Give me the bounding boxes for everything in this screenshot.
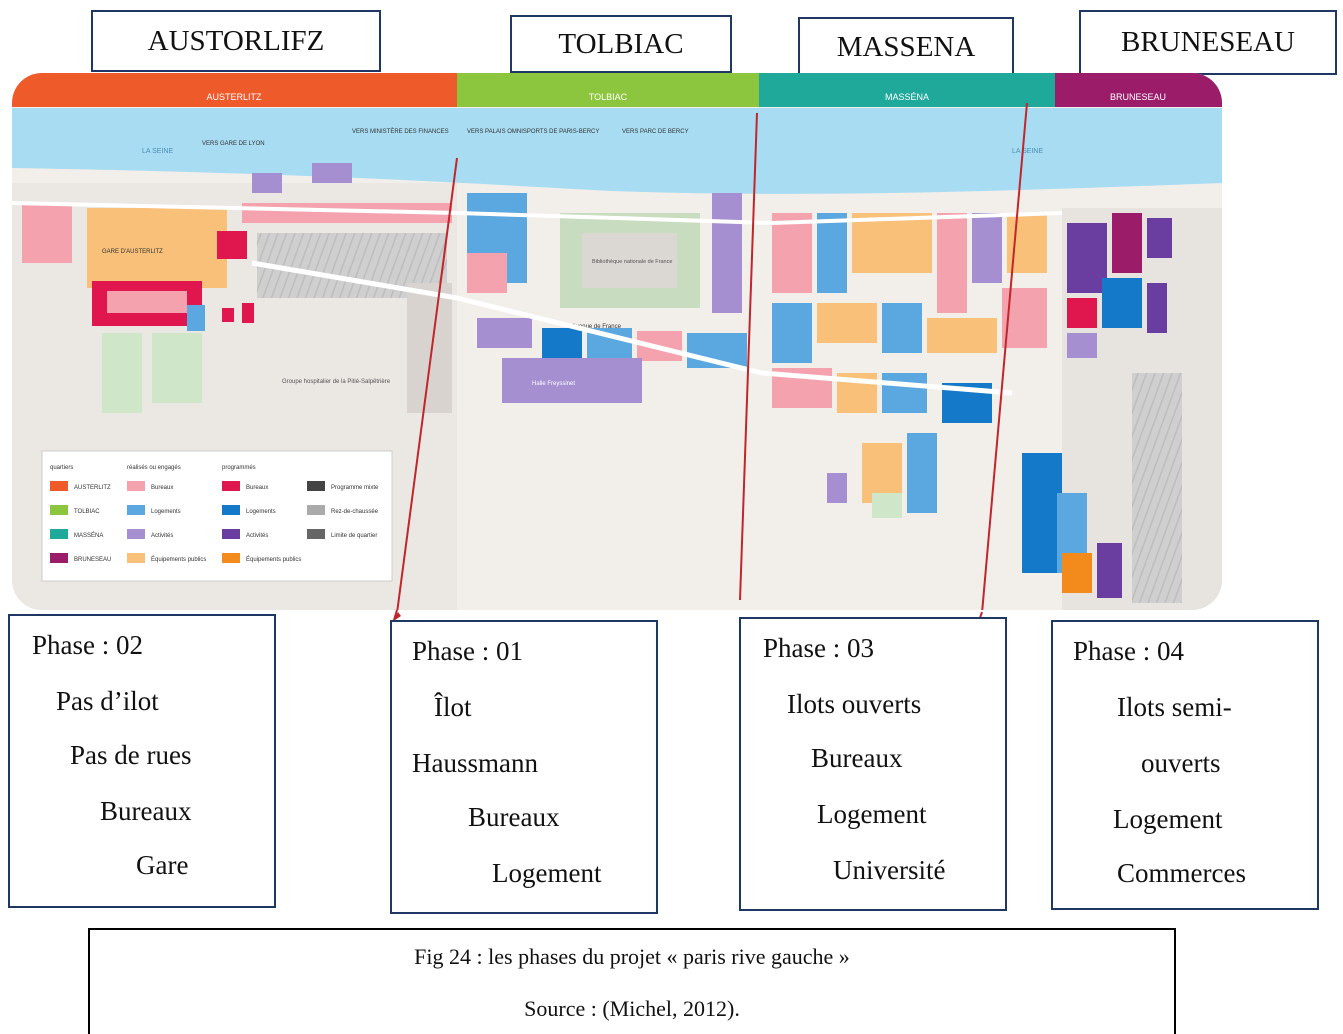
phase-line: Logement xyxy=(492,858,602,888)
legend-header: réalisés ou engagés xyxy=(127,465,181,471)
legend-label: Bureaux xyxy=(246,485,268,491)
legend-label: Équipements publics xyxy=(246,556,301,563)
legend-label: BRUNESEAU xyxy=(74,557,111,563)
phase-line: Logement xyxy=(1113,804,1223,834)
phase-title: Phase : 01 xyxy=(412,636,523,666)
legend-label: MASSÉNA xyxy=(74,532,103,539)
zone-label-text: BRUNESEAU xyxy=(1120,26,1295,58)
map-label: Halle Freyssinet xyxy=(532,381,575,387)
river-label: LA SEINE xyxy=(1012,148,1043,155)
zone-label-text: AUSTORLIFZ xyxy=(147,24,325,57)
block xyxy=(217,231,247,259)
zone-label-austerlitz: AUSTORLIFZ xyxy=(91,10,381,72)
map-label: Avenue de France xyxy=(572,324,622,330)
phase-title: Phase : 02 xyxy=(32,630,143,660)
legend-swatch xyxy=(50,481,68,491)
legend-label: Équipements publics xyxy=(151,556,206,563)
phase-line: Gare xyxy=(136,850,189,880)
legend: quartiers réalisés ou engagés programmés… xyxy=(41,450,393,582)
legend-swatch xyxy=(222,553,240,563)
band-text: MASSÉNA xyxy=(885,92,929,102)
legend-label: Activités xyxy=(151,533,173,539)
band-bruneseau xyxy=(1055,73,1222,107)
legend-swatch xyxy=(127,505,145,515)
phase-box-04: Phase : 04 Ilots semi- ouverts Logement … xyxy=(1051,620,1319,910)
legend-swatch xyxy=(50,553,68,563)
map-label: Groupe hospitalier de la Pitié-Salpêtriè… xyxy=(282,379,391,385)
phase-line: Pas de rues xyxy=(70,740,192,770)
legend-swatch xyxy=(307,529,325,539)
legend-swatch xyxy=(50,529,68,539)
legend-swatch xyxy=(50,505,68,515)
block xyxy=(312,163,352,183)
band-text: BRUNESEAU xyxy=(1110,92,1166,102)
phase-line: Bureaux xyxy=(100,796,192,826)
band-text: AUSTERLITZ xyxy=(206,92,262,102)
urban-plan-map: AUSTERLITZ TOLBIAC MASSÉNA BRUNESEAU LA … xyxy=(12,73,1222,610)
halle-block xyxy=(502,358,642,403)
block xyxy=(252,173,282,193)
phase-title: Phase : 03 xyxy=(763,633,874,663)
legend-swatch xyxy=(222,505,240,515)
legend-header: quartiers xyxy=(50,465,73,471)
map-label: VERS PARC DE BERCY xyxy=(622,129,689,135)
phase-line: ouverts xyxy=(1141,748,1221,778)
block xyxy=(222,308,234,322)
legend-label: Activités xyxy=(246,533,268,539)
legend-label: Logements xyxy=(151,509,181,515)
map-label: Bibliothèque nationale de France xyxy=(592,259,672,265)
zone-label-text: TOLBIAC xyxy=(558,27,684,60)
map-label: VERS MINISTÈRE DES FINANCES xyxy=(352,128,449,135)
legend-swatch xyxy=(307,505,325,515)
legend-header: programmés xyxy=(222,465,256,471)
block xyxy=(242,303,254,323)
phase-box-02: Phase : 02 Pas d’ilot Pas de rues Bureau… xyxy=(8,614,276,908)
figure-caption: Fig 24 : les phases du projet « paris ri… xyxy=(88,928,1176,1034)
phase-line: Ilots ouverts xyxy=(787,689,922,719)
caption-source: Source : (Michel, 2012). xyxy=(524,996,740,1021)
phase-box-03: Phase : 03 Ilots ouverts Bureaux Logemen… xyxy=(739,617,1007,911)
block xyxy=(187,305,205,331)
river-label: LA SEINE xyxy=(142,148,173,155)
phase-line: Pas d’ilot xyxy=(56,686,159,716)
caption-title: Fig 24 : les phases du projet « paris ri… xyxy=(414,944,850,969)
map-label: VERS GARE DE LYON xyxy=(202,141,265,147)
map-label: GARE D'AUSTERLITZ xyxy=(102,249,163,255)
legend-label: TOLBIAC xyxy=(74,509,100,515)
zone-label-massena: MASSENA xyxy=(798,17,1014,78)
zone-label-bruneseau: BRUNESEAU xyxy=(1079,10,1337,75)
map-label: VERS PALAIS OMNISPORTS DE PARIS-BERCY xyxy=(467,129,599,135)
block xyxy=(87,208,227,288)
legend-label: Rez-de-chaussée xyxy=(331,509,379,515)
phase-line: Haussmann xyxy=(412,748,538,778)
legend-label: Limite de quartier xyxy=(331,533,377,539)
phase-line: Bureaux xyxy=(811,743,903,773)
legend-swatch xyxy=(307,481,325,491)
legend-label: Logements xyxy=(246,509,276,515)
band-massena xyxy=(759,73,1055,107)
legend-swatch xyxy=(127,481,145,491)
phase-line: Université xyxy=(833,855,946,885)
zone-label-tolbiac: TOLBIAC xyxy=(510,15,732,73)
phase-line: Îlot xyxy=(434,692,472,722)
legend-swatch xyxy=(127,529,145,539)
phase-line: Commerces xyxy=(1117,858,1246,888)
phase-line: Ilots semi- xyxy=(1117,692,1232,722)
zone-label-text: MASSENA xyxy=(836,31,976,63)
band-tolbiac xyxy=(457,73,759,107)
phase-box-01: Phase : 01 Îlot Haussmann Bureaux Logeme… xyxy=(390,620,658,914)
phase-line: Bureaux xyxy=(468,802,560,832)
legend-swatch xyxy=(222,529,240,539)
block xyxy=(107,291,187,313)
legend-label: Bureaux xyxy=(151,485,173,491)
legend-swatch xyxy=(127,553,145,563)
phase-title: Phase : 04 xyxy=(1073,636,1184,666)
band-text: TOLBIAC xyxy=(589,92,628,102)
band-austerlitz xyxy=(12,73,457,107)
legend-label: AUSTERLITZ xyxy=(74,485,111,491)
legend-label: Programme mixte xyxy=(331,485,379,491)
phase-line: Logement xyxy=(817,799,927,829)
legend-swatch xyxy=(222,481,240,491)
